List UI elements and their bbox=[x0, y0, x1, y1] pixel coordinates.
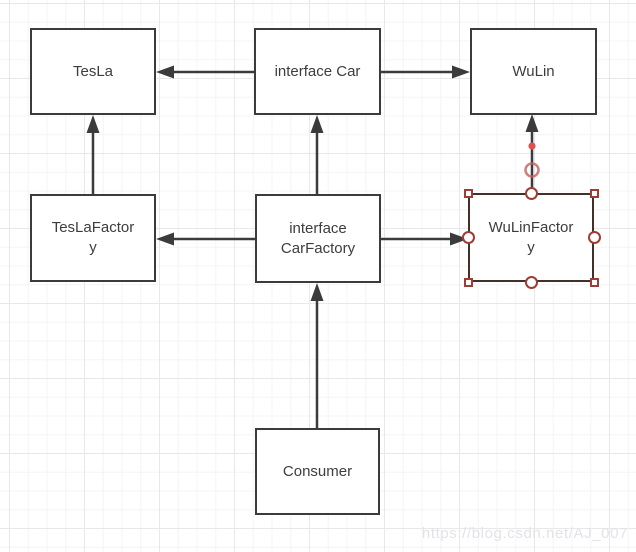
node-tesla[interactable]: TesLa bbox=[30, 28, 156, 115]
node-interface-car-factory[interactable]: interface CarFactory bbox=[255, 194, 381, 283]
node-label: interface Car bbox=[274, 62, 361, 80]
node-wulin[interactable]: WuLin bbox=[470, 28, 597, 115]
arrowhead-icon bbox=[156, 65, 174, 79]
node-label: WuLin bbox=[512, 62, 555, 80]
selection-handle-e[interactable] bbox=[587, 231, 601, 244]
edge-midpoint-dot[interactable] bbox=[528, 142, 536, 150]
node-label: TesLaFactor y bbox=[51, 219, 135, 256]
arrowhead-icon bbox=[525, 114, 539, 132]
arrowhead-icon bbox=[310, 283, 324, 301]
arrowhead-icon bbox=[310, 115, 324, 133]
node-label: interface CarFactory bbox=[280, 219, 356, 257]
selection-handle-sw[interactable] bbox=[463, 277, 473, 287]
node-consumer[interactable]: Consumer bbox=[255, 428, 380, 515]
selection-handle-w[interactable] bbox=[461, 231, 475, 244]
node-label: Consumer bbox=[282, 462, 353, 480]
node-label: TesLa bbox=[72, 62, 114, 80]
arrowhead-icon bbox=[86, 115, 100, 133]
node-tesla-factory[interactable]: TesLaFactor y bbox=[30, 194, 156, 282]
selection-handle-nw[interactable] bbox=[463, 188, 473, 198]
arrowhead-icon bbox=[156, 232, 174, 246]
selection-handle-n[interactable] bbox=[524, 186, 538, 200]
node-wulin-factory[interactable]: WuLinFactor y bbox=[468, 193, 594, 282]
selection-handle-s[interactable] bbox=[524, 275, 538, 289]
arrowhead-icon bbox=[452, 65, 470, 79]
arrowhead-icon bbox=[450, 232, 468, 246]
selection-handle-ne[interactable] bbox=[589, 188, 599, 198]
edge-endpoint-ring[interactable] bbox=[524, 162, 540, 178]
selection-handle-se[interactable] bbox=[589, 277, 599, 287]
node-interface-car[interactable]: interface Car bbox=[254, 28, 381, 115]
node-label: WuLinFactor y bbox=[488, 218, 574, 256]
